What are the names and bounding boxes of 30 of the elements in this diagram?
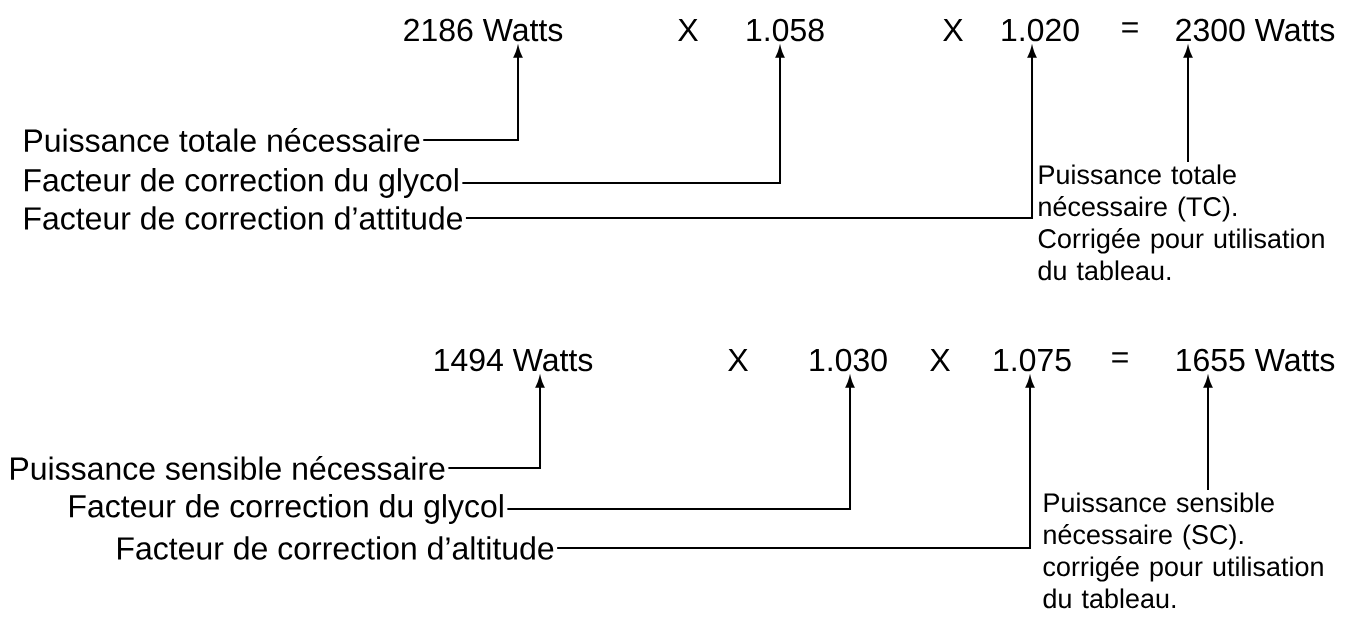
leader-arrow <box>464 47 1037 219</box>
leader-arrow <box>1183 47 1193 163</box>
operator-sign: X <box>678 19 698 41</box>
factor-label: Facteur de correction du glycol <box>70 494 503 524</box>
leader-arrow <box>506 377 855 510</box>
operator-sign: X <box>728 349 748 371</box>
equation-term: 1.058 <box>747 18 824 42</box>
equation-term: 2300 Watts <box>1176 18 1335 42</box>
operator-sign: = <box>1122 22 1138 33</box>
leader-arrow <box>461 47 785 184</box>
factor-label: Facteur de correction du glycol <box>25 168 458 198</box>
factor-label: Facteur de correction d’altitude <box>118 536 554 560</box>
leader-arrow <box>556 377 1035 549</box>
operator-sign: X <box>943 19 963 41</box>
leader-arrow <box>447 377 545 469</box>
factor-label: Puissance totale nécessaire <box>25 128 420 152</box>
equation-term: 1655 Watts <box>1177 348 1335 372</box>
equation-term: 1.030 <box>810 348 887 372</box>
operator-sign: = <box>1112 352 1128 363</box>
equation-term: 1494 Watts <box>435 348 593 372</box>
leader-arrow <box>422 47 523 141</box>
equation-term: 1.020 <box>1002 18 1079 42</box>
note-text: Puissance totale nécessaire (TC). Corrigée pour utilisation du tableau. <box>1038 164 1324 281</box>
leader-arrow <box>1203 377 1213 491</box>
factor-label: Facteur de correction d’attitude <box>25 206 463 230</box>
note-text: Puissance sensible nécessaire (SC). corrigée pour utilisation du tableau. <box>1043 492 1323 609</box>
operator-sign: X <box>930 349 950 371</box>
equation-term: 2186 Watts <box>404 18 563 42</box>
factor-label: Puissance sensible nécessaire <box>11 456 445 480</box>
equation-term: 1.075 <box>994 348 1071 372</box>
